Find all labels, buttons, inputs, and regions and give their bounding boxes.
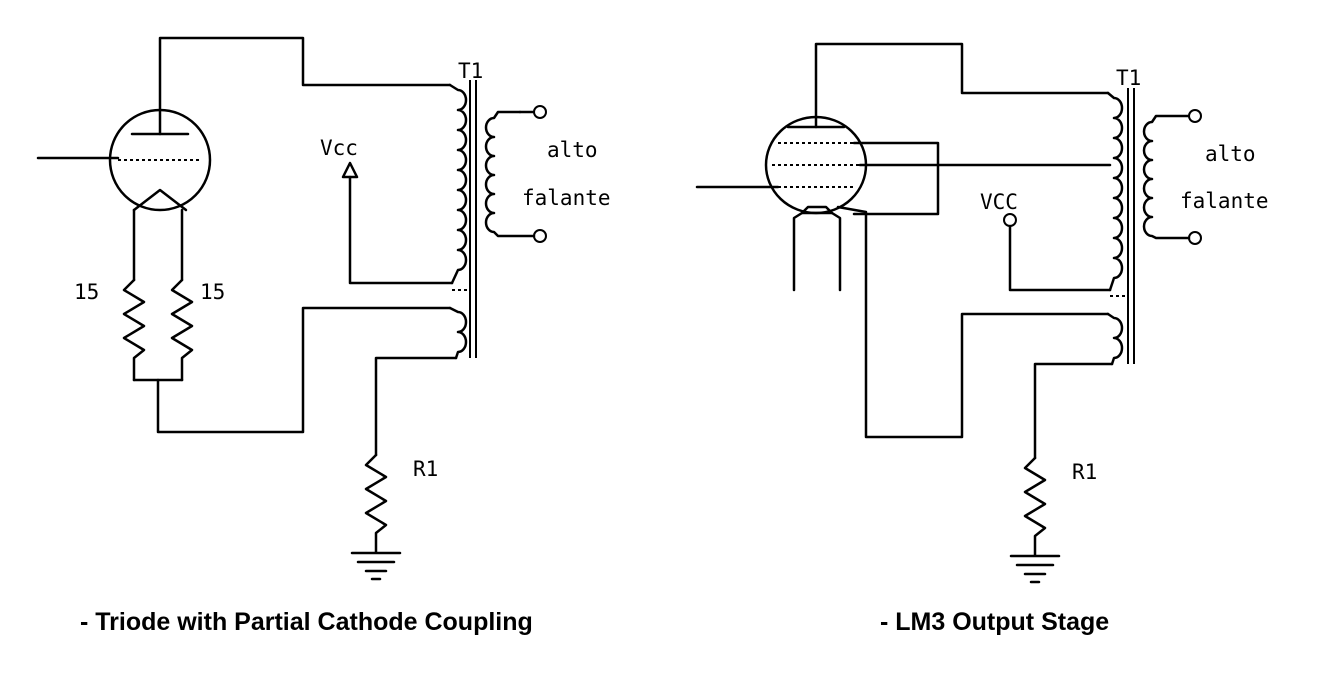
speaker-terminal-bottom-icon — [533, 229, 547, 243]
resistor-left-symbol — [122, 278, 146, 382]
speaker-terminal-top-icon-right — [1188, 109, 1202, 123]
r1-wire-right — [1033, 362, 1114, 460]
r1-label: R1 — [413, 457, 438, 481]
filament-left-leg-right — [792, 211, 804, 292]
screen-grid-wire — [852, 141, 940, 216]
speaker-label-line1-right: alto — [1205, 142, 1256, 166]
speaker-terminal-bottom-icon-right — [1188, 231, 1202, 245]
r1-wire — [374, 356, 458, 457]
filament-right-leg-right — [830, 211, 842, 292]
resistor-right-symbol — [170, 278, 194, 382]
vcc-wire-right — [1008, 224, 1112, 292]
vcc-label: Vcc — [320, 136, 358, 160]
left-circuit: 15 15 Vcc T1 alto falante R1 - Tr — [36, 36, 611, 636]
transformer-primary-coil — [448, 83, 468, 285]
vcc-wire — [348, 175, 454, 285]
vcc-label-right: VCC — [980, 190, 1018, 214]
speaker-label-line1: alto — [547, 138, 598, 162]
resistor-left-label: 15 — [74, 280, 99, 304]
resistor-right-label: 15 — [200, 280, 225, 304]
right-caption: - LM3 Output Stage — [880, 608, 1109, 636]
transformer-secondary-coil — [484, 110, 536, 238]
transformer-lower-coil — [448, 306, 468, 360]
transformer-secondary-coil-right — [1142, 114, 1191, 240]
plate-wire — [158, 36, 452, 136]
cathode-feedback-wire-right — [836, 205, 1110, 439]
vcc-arrow-icon — [341, 161, 359, 179]
r1-resistor-symbol-right — [1023, 456, 1047, 557]
ground-icon — [350, 551, 402, 581]
transformer-primary-coil-right — [1106, 91, 1124, 292]
speaker-terminal-top-icon — [533, 105, 547, 119]
transformer-label-right: T1 — [1116, 66, 1141, 90]
speaker-label-line2-right: falante — [1180, 189, 1269, 213]
vcc-terminal-icon — [1003, 213, 1017, 227]
ground-icon-right — [1009, 554, 1061, 584]
speaker-label-line2: falante — [522, 186, 611, 210]
pentode-tube-symbol — [764, 115, 868, 215]
right-circuit: VCC T1 alto falante R1 - LM3 Output Stag… — [695, 42, 1269, 636]
cathode-feedback-wire — [156, 306, 452, 434]
transformer-label: T1 — [458, 59, 483, 83]
r1-resistor-symbol — [364, 453, 388, 554]
left-caption: - Triode with Partial Cathode Coupling — [80, 608, 533, 636]
transformer-lower-coil-right — [1106, 312, 1124, 366]
plate-wire-right — [814, 42, 1110, 129]
r1-label-right: R1 — [1072, 460, 1097, 484]
